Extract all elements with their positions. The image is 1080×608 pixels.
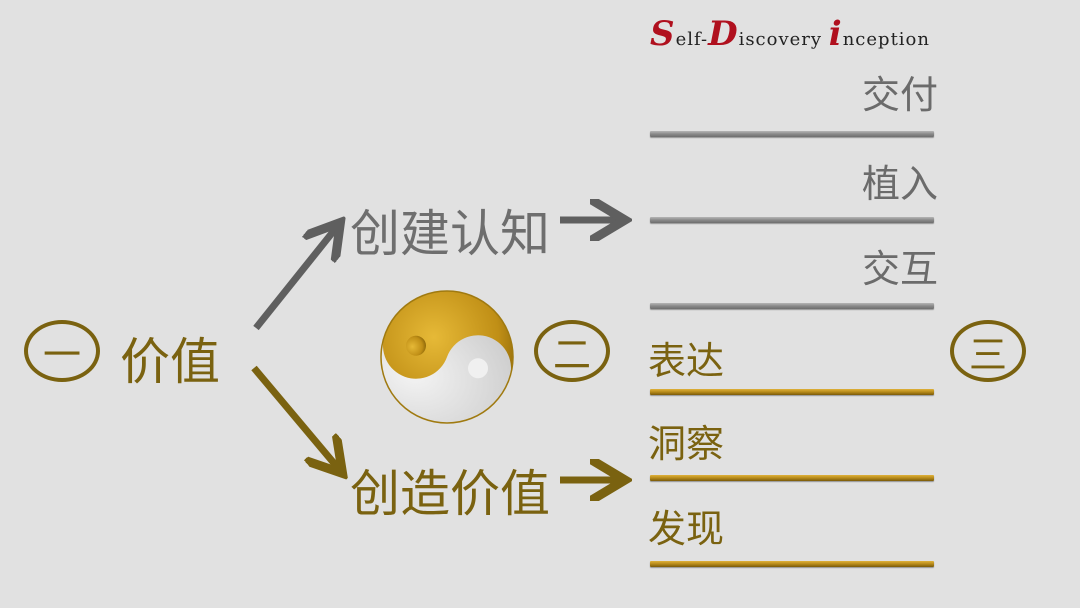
arrow-to-value-creation bbox=[251, 365, 338, 468]
brand-text-elf: elf- bbox=[675, 29, 709, 50]
step-two-number: 二 bbox=[552, 332, 591, 377]
brand-text-iscovery: iscovery bbox=[738, 29, 829, 50]
create-value-label: 创造价值 bbox=[350, 465, 550, 523]
divider-gold-2 bbox=[650, 475, 934, 481]
brand-text-nception: nception bbox=[842, 29, 930, 50]
list-item-discovery: 发现 bbox=[648, 507, 725, 551]
list-item-interaction: 交互 bbox=[861, 247, 938, 291]
step-one-circle: 一 bbox=[24, 320, 100, 382]
brand-letter-s: S bbox=[650, 14, 676, 54]
list-item-insight: 洞察 bbox=[648, 422, 725, 466]
step-three-number: 三 bbox=[968, 332, 1007, 377]
list-item-expression: 表达 bbox=[648, 339, 725, 383]
create-cognition-label: 创建认知 bbox=[350, 205, 550, 263]
divider-gray-2 bbox=[650, 217, 934, 223]
list-item-delivery: 交付 bbox=[861, 73, 938, 117]
step-three-circle: 三 bbox=[950, 320, 1026, 382]
brand-letter-d: D bbox=[708, 14, 739, 54]
value-label: 价值 bbox=[120, 333, 220, 391]
divider-gold-3 bbox=[650, 561, 934, 567]
divider-gray-3 bbox=[650, 303, 934, 309]
divider-gold-1 bbox=[650, 389, 934, 395]
arrow-to-cognition bbox=[253, 228, 336, 331]
divider-gray-1 bbox=[650, 131, 934, 137]
brand-logo: Self-Discovery inception bbox=[650, 14, 930, 54]
yin-yang-icon bbox=[380, 290, 514, 424]
step-one-number: 一 bbox=[42, 332, 81, 377]
brand-letter-i: i bbox=[828, 14, 843, 54]
list-item-implant: 植入 bbox=[861, 162, 938, 206]
step-two-circle: 二 bbox=[534, 320, 610, 382]
